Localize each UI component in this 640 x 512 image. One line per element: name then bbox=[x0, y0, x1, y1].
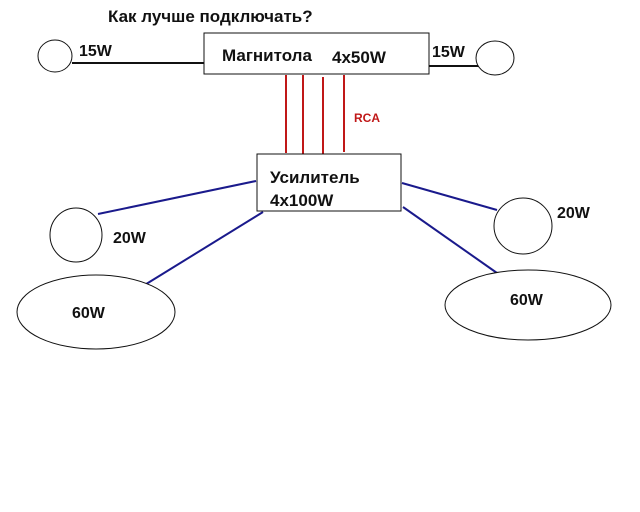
rca-label: RCA bbox=[354, 111, 380, 125]
speaker-amp-right-large bbox=[444, 269, 612, 341]
diagram-title: Как лучше подключать? bbox=[108, 7, 313, 26]
amplifier-power: 4x100W bbox=[270, 191, 334, 210]
amplifier-name: Усилитель bbox=[270, 168, 360, 187]
head-unit-box bbox=[203, 32, 430, 75]
wire-amp-left-large bbox=[142, 211, 264, 287]
wire-amp-left-small bbox=[97, 180, 257, 215]
speaker-amp-left-large-label: 60W bbox=[72, 305, 106, 322]
amplifier-box bbox=[256, 153, 402, 212]
speaker-head-right bbox=[475, 40, 515, 76]
head-unit-power: 4x50W bbox=[332, 48, 387, 67]
speaker-amp-right-small-label: 20W bbox=[557, 205, 591, 222]
speaker-head-left-label: 15W bbox=[79, 43, 113, 60]
head-unit-name: Магнитола bbox=[222, 46, 312, 65]
speaker-amp-left-small bbox=[49, 207, 103, 263]
speaker-amp-right-small bbox=[493, 197, 553, 255]
speaker-amp-left-small-label: 20W bbox=[113, 230, 147, 247]
speaker-amp-left-large bbox=[16, 274, 176, 350]
speaker-head-right-label: 15W bbox=[432, 44, 466, 61]
speaker-head-left bbox=[37, 39, 73, 73]
wire-amp-right-small bbox=[401, 182, 498, 211]
wire-amp-right-large bbox=[402, 206, 498, 274]
speaker-amp-right-large-label: 60W bbox=[510, 292, 544, 309]
